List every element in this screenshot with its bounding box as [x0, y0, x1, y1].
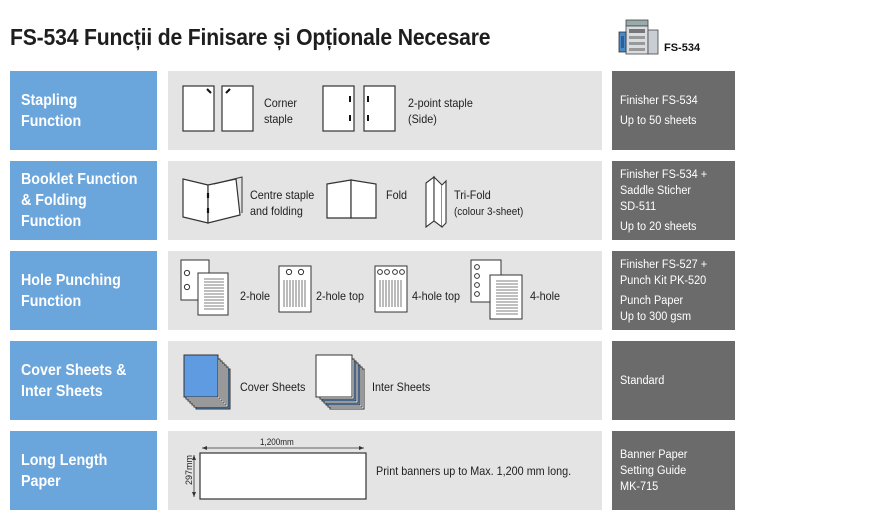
four-hole-top-label: 4-hole top: [412, 289, 461, 303]
banner-paper-icon: [192, 446, 367, 500]
corner-staple-icon: [182, 85, 254, 132]
banner-width-label: 1,200mm: [260, 437, 294, 447]
row-hole-punching: Hole Punching Function 2-hole: [10, 251, 735, 330]
two-point-staple-icon: [322, 85, 396, 132]
page-title: FS-534 Funcții de Finisare și Opționale …: [10, 24, 491, 50]
two-hole-top-label: 2-hole top: [316, 289, 365, 303]
four-hole-punch-icon: [470, 259, 523, 320]
tri-fold-label: Tri-Fold: [454, 188, 491, 202]
centre-staple-folding-icon: [182, 176, 243, 224]
spec-panel: Finisher FS-534 + Saddle Sticher SD-511 …: [612, 161, 735, 240]
spec-panel: Banner Paper Setting Guide MK-715: [612, 431, 735, 510]
two-point-staple-label: 2-point staple (Side): [408, 96, 473, 126]
two-hole-top-punch-icon: [278, 265, 312, 313]
function-title: Booklet Function & Folding Function: [10, 161, 157, 240]
row-booklet-folding: Booklet Function & Folding Function Cent…: [10, 161, 735, 240]
spec-panel: Standard: [612, 341, 735, 420]
corner-staple-label: Corner staple: [264, 96, 298, 126]
finisher-machine-icon: [618, 19, 659, 55]
illustration-panel: Cover Sheets Inter Sheets: [168, 341, 602, 420]
tri-fold-sublabel: (colour 3-sheet): [454, 206, 524, 218]
inter-sheets-label: Inter Sheets: [372, 380, 431, 394]
model-label: FS-534: [664, 42, 701, 54]
four-hole-top-punch-icon: [374, 265, 408, 313]
illustration-panel: 1,200mm 297mm Print banners up to Max. 1…: [168, 431, 602, 510]
illustration-panel: Corner staple 2-point staple (Side): [168, 71, 602, 150]
illustration-panel: 2-hole 2-hole top 4-hole top: [168, 251, 602, 330]
banner-height-label: 297mm: [184, 454, 194, 485]
function-title: Cover Sheets & Inter Sheets: [10, 341, 157, 420]
fold-icon: [326, 179, 377, 219]
function-title: Long Length Paper: [10, 431, 157, 510]
function-title: Hole Punching Function: [10, 251, 157, 330]
two-hole-punch-icon: [180, 259, 229, 316]
banner-description: Print banners up to Max. 1,200 mm long.: [376, 464, 572, 478]
illustration-panel: Centre staple and folding Fold Tri-Fold …: [168, 161, 602, 240]
tri-fold-icon: [425, 175, 447, 229]
four-hole-label: 4-hole: [530, 289, 561, 303]
cover-sheets-icon: [183, 354, 231, 410]
centre-staple-label: Centre staple and folding: [250, 188, 315, 218]
inter-sheets-icon: [315, 354, 365, 410]
row-stapling: Stapling Function Corner staple 2-point …: [10, 71, 735, 150]
row-long-length-paper: Long Length Paper 1,200mm 297mm Print ba…: [10, 431, 735, 510]
two-hole-label: 2-hole: [240, 289, 271, 303]
cover-sheets-label: Cover Sheets: [240, 380, 306, 394]
spec-panel: Finisher FS-527 + Punch Kit PK-520 Punch…: [612, 251, 735, 330]
row-cover-inter-sheets: Cover Sheets & Inter Sheets Cover Sheets…: [10, 341, 735, 420]
fold-label: Fold: [386, 188, 408, 202]
spec-panel: Finisher FS-534 Up to 50 sheets: [612, 71, 735, 150]
function-title: Stapling Function: [10, 71, 157, 150]
